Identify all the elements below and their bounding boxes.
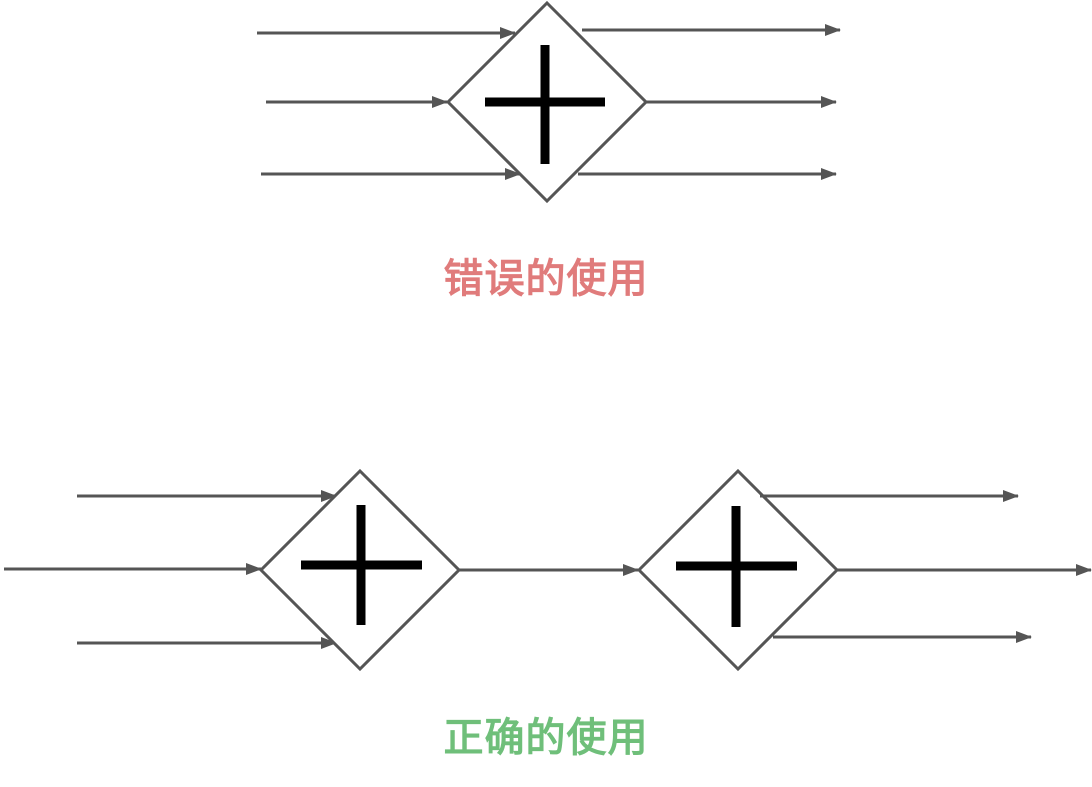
wrong-gateway-plus-icon [485, 45, 605, 164]
wrong-usage-caption: 错误的使用 [443, 256, 649, 302]
right-usage-example [4, 468, 1092, 672]
right-usage-caption: 正确的使用 [443, 715, 649, 761]
right-split-gateway-plus-icon [676, 506, 797, 627]
right-join-gateway-plus-icon [301, 505, 422, 625]
wrong-usage-example [257, 0, 841, 204]
